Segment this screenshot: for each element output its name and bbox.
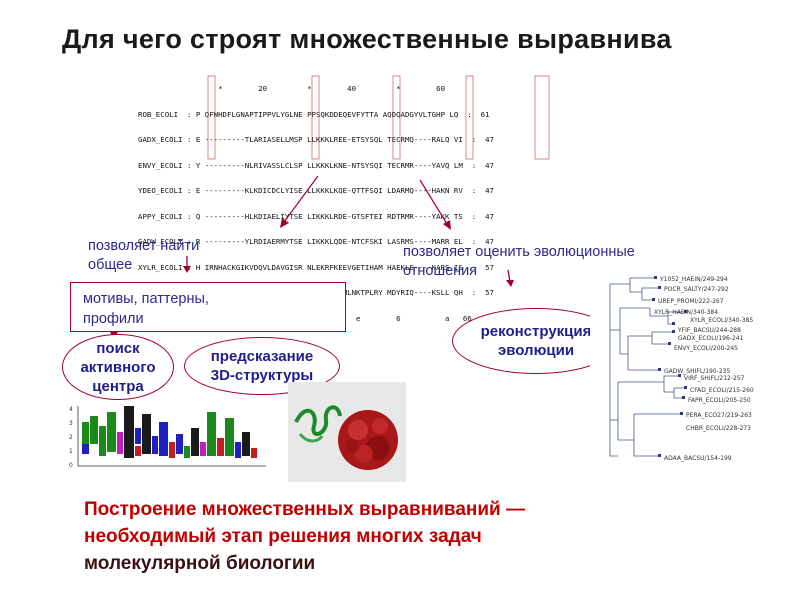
logo-letter (107, 412, 116, 452)
alignment-row: APPY_ECOLI : Q ---------HLKDIAELIYTSE LI… (138, 211, 494, 221)
tree-leaf-label: CHBR_ECOLI/228-273 (686, 425, 751, 432)
tree-branches (609, 277, 686, 457)
tree-leaf-label: GADW_SHIFL/190-235 (664, 368, 730, 375)
tree-leaf-label: GADX_ECOLI/196-241 (678, 335, 744, 342)
alignment-row: GADX_ECOLI : E ---------TLARIASELLMSP LL… (138, 135, 494, 144)
logo-letter (117, 432, 123, 454)
arrow-small-2-head (506, 280, 514, 287)
ribbon-structure (294, 405, 342, 436)
logo-axis-tick: 3 (69, 420, 73, 427)
arrow-small-1-head (183, 266, 191, 273)
label-find-common: позволяет найти общее (88, 237, 199, 275)
logo-letter (82, 444, 89, 454)
arrow-left (283, 175, 319, 223)
logo-letter (242, 432, 250, 456)
tree-leaf-label: Y1052_HAEIN/249-294 (659, 276, 728, 283)
tree-leaf-label: ENVY_ECOLI/200-245 (674, 345, 738, 352)
label-evolution-relations: позволяет оценить эволюционные отношения (403, 243, 635, 281)
tree-leaf-label: YFIF_BACSU/244-288 (677, 327, 741, 334)
logo-letter (159, 422, 168, 456)
alignment-row: ENVY_ECOLI : Y ---------NLRIVASSLCLSP LL… (138, 160, 494, 170)
logo-letter (207, 412, 216, 456)
logo-letter (135, 428, 141, 444)
logo-letter (169, 442, 175, 458)
sequence-logo: 4 3 2 1 0 (69, 406, 266, 469)
column-frame (311, 75, 320, 160)
motifs-box-text: мотивы, паттерны, профили (83, 291, 209, 327)
bottom-line-1: Построение множественных выравниваний — (84, 499, 526, 520)
logo-letter (217, 438, 224, 456)
tree-leaf-label: FAPR_ECOLI/205-250 (688, 397, 751, 404)
phylogenetic-tree: Y1052_HAEIN/249-294 POCR_SALTY/247-292 U… (590, 270, 786, 468)
tree-leaf-label: VIRF_SHIFL/212-257 (684, 375, 745, 382)
tree-leaf-markers (652, 276, 687, 457)
tree-leaf-label: XYLR_ECOLI/340-385 (690, 317, 753, 324)
alignment-row: ROB_ECOLI : P QFWHDFLGNAPTIPPVLYGLNE PPS… (138, 109, 490, 119)
logo-letter (135, 446, 141, 456)
tree-leaf-label: UREP_PROMI/222-267 (658, 298, 724, 305)
arrow-left-head (280, 218, 289, 228)
logo-letter (176, 434, 183, 454)
alignment-row: YDEO_ECOLI : E ---------KLKDICDCLYISE LL… (138, 186, 494, 195)
alignment-ruler: * 20 * 40 * 60 (138, 84, 446, 93)
logo-letter (251, 448, 257, 458)
arrow-right (419, 179, 448, 225)
bottom-line-2: необходимый этап решения многих задач (84, 526, 482, 547)
column-frame (207, 75, 216, 160)
logo-letter (200, 442, 206, 456)
logo-axis-tick: 2 (69, 434, 73, 441)
motifs-box: мотивы, паттерны, профили (70, 282, 346, 332)
column-frame (465, 75, 474, 160)
tree-leaf-label: PERA_ECO27/219-263 (686, 412, 752, 419)
oval-evolution-text: реконструкция эволюции (480, 323, 592, 359)
logo-axis-tick: 4 (69, 406, 73, 413)
tree-leaf-label: ADAA_BACSU/154-199 (664, 455, 732, 462)
protein-structure-image (288, 382, 406, 482)
logo-letter (124, 406, 134, 458)
label-evolution-relations-text: позволяет оценить эволюционные отношения (403, 244, 635, 279)
logo-letter (99, 426, 106, 456)
oval-active-site: поиск активного центра (62, 334, 174, 400)
tree-leaf-label: CFAD_ECOLI/215-260 (690, 387, 754, 394)
alignment-row: GADW_ECOLI : R ---------YLRDIAERMYTSE LI… (138, 237, 494, 246)
logo-letter (184, 446, 190, 458)
logo-letter (225, 418, 234, 456)
logo-letter (90, 416, 98, 444)
arrow-right-head (443, 220, 451, 230)
oval-active-site-text: поиск активного центра (80, 339, 156, 395)
column-frame (392, 75, 401, 160)
logo-axis-tick: 0 (69, 462, 73, 469)
tree-leaf-label: POCR_SALTY/247-292 (664, 286, 729, 293)
slide-title: Для чего строят множественные выравнива (62, 24, 672, 54)
oval-3d-structure-text: предсказание 3D-структуры (210, 348, 314, 384)
bottom-line-3: молекулярной биологии (84, 553, 316, 574)
logo-letter (235, 442, 241, 458)
logo-axis-tick: 1 (69, 448, 73, 455)
logo-letter (191, 428, 199, 456)
bottom-statement: Построение множественных выравниваний — … (84, 496, 774, 577)
logo-letters (82, 406, 257, 458)
column-frame (534, 75, 550, 160)
logo-letter (142, 414, 151, 454)
label-find-common-text: позволяет найти общее (88, 238, 200, 273)
logo-letter (152, 436, 158, 454)
tree-leaf-label: XYLR_HAEIN/340-384 (654, 309, 718, 316)
logo-letter (82, 422, 89, 444)
